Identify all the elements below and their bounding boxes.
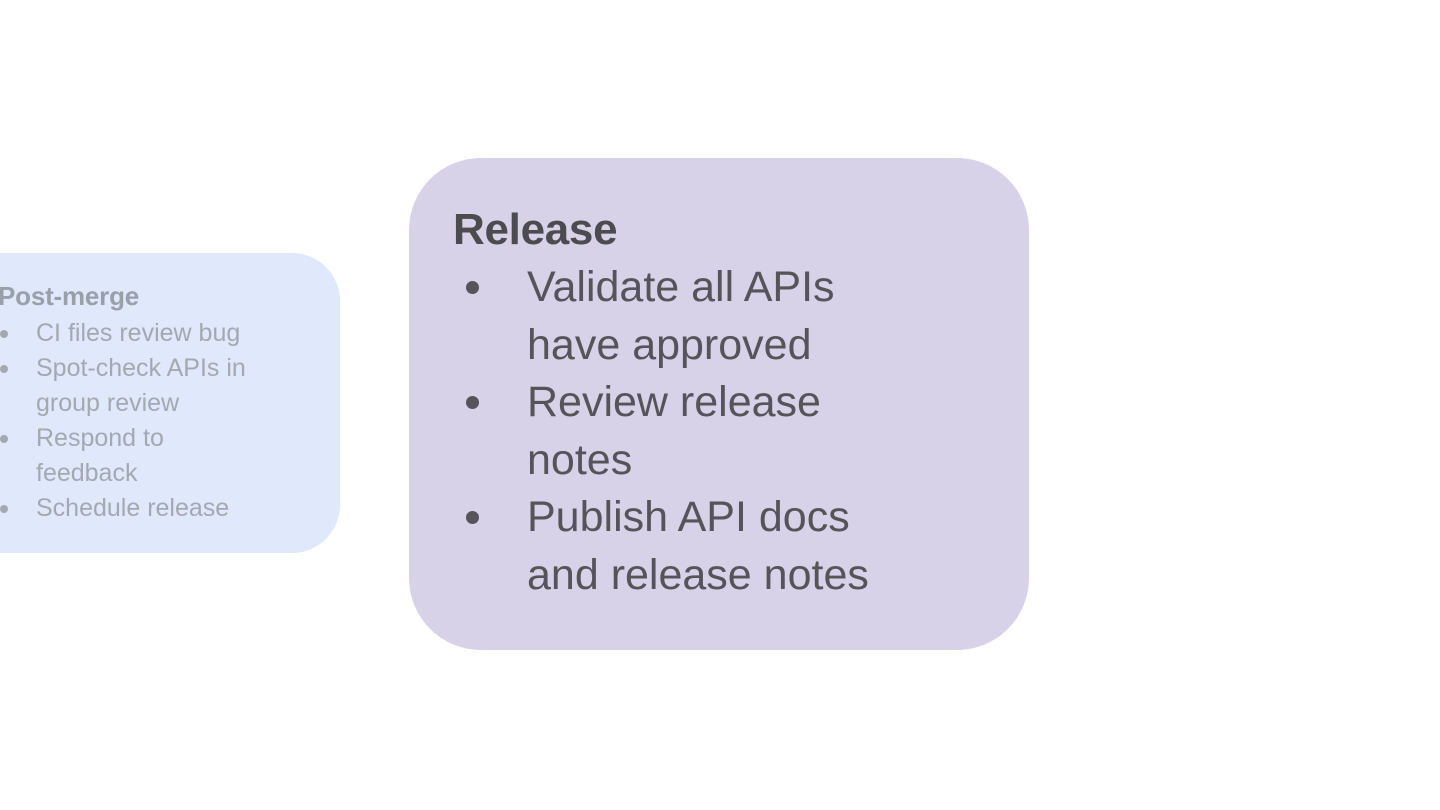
card-release-title: Release	[453, 205, 618, 254]
bullet-text: Validate all APIs have approved	[527, 263, 835, 369]
bullet-text: Spot-check APIs in group review	[36, 354, 246, 417]
bullet-item: Review release notes	[466, 374, 1029, 489]
bullet-dot-icon	[0, 434, 8, 443]
bullet-text: Publish API docs and release notes	[527, 493, 869, 599]
bullet-item: Respond to feedback	[0, 421, 340, 491]
bullet-dot-icon	[0, 364, 8, 373]
bullet-text: CI files review bug	[36, 319, 241, 347]
bullet-dot-icon	[466, 511, 479, 524]
bullet-text: Respond to feedback	[36, 424, 164, 487]
bullet-item: Schedule release	[0, 491, 340, 526]
bullet-item: Publish API docs and release notes	[466, 489, 1029, 604]
bullet-text: Review release notes	[527, 378, 821, 484]
bullet-dot-icon	[0, 504, 8, 513]
card-post-merge[interactable]: Post-merge CI files review bug Spot-chec…	[0, 253, 340, 553]
bullet-dot-icon	[466, 396, 479, 409]
bullet-dot-icon	[0, 329, 8, 338]
card-release[interactable]: Release Validate all APIs have approved …	[409, 158, 1029, 650]
bullet-item: CI files review bug	[0, 316, 340, 351]
bullet-item: Spot-check APIs in group review	[0, 351, 340, 421]
bullet-text: Schedule release	[36, 494, 230, 522]
card-release-bullet-list: Validate all APIs have approved Review r…	[409, 259, 1029, 604]
card-post-merge-bullet-list: CI files review bug Spot-check APIs in g…	[0, 316, 340, 526]
bullet-item: Validate all APIs have approved	[466, 259, 1029, 374]
bullet-dot-icon	[466, 281, 479, 294]
card-post-merge-title: Post-merge	[0, 281, 140, 311]
